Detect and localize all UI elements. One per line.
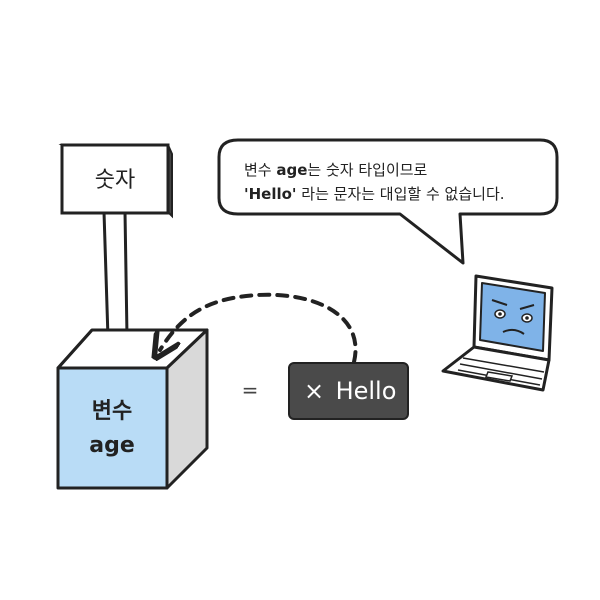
speech-line2-quoted: 'Hello' — [244, 185, 297, 203]
sign-board — [60, 143, 170, 215]
speech-line2-suffix: 라는 문자는 대입할 수 없습니다. — [297, 185, 505, 203]
speech-line1-prefix: 변수 — [244, 161, 276, 179]
speech-line-1: 변수 age는 숫자 타입이므로 — [244, 161, 428, 179]
dashed-curved-arrow-icon — [160, 292, 358, 364]
speech-line-2: 'Hello' 라는 문자는 대입할 수 없습니다. — [244, 185, 505, 203]
laptop-mouth — [502, 328, 525, 335]
speech-bubble-shape — [217, 138, 559, 265]
speech-line1-suffix: 는 숫자 타입이므로 — [307, 161, 427, 179]
laptop-brow-right — [519, 304, 535, 310]
speech-line1-keyword: age — [276, 161, 307, 179]
laptop-pupil-left — [498, 312, 502, 316]
variable-label-line1: 변수 — [92, 399, 132, 424]
value-text: Hello — [336, 377, 397, 405]
value-box: × Hello — [288, 362, 409, 420]
sign-label: 숫자 — [95, 168, 135, 193]
laptop-trackpad — [484, 371, 514, 382]
type-sign: 숫자 — [58, 143, 173, 358]
laptop-brow-left — [491, 299, 508, 306]
box-edge — [56, 328, 94, 370]
reject-mark-icon: × — [304, 377, 324, 405]
box-front — [56, 366, 169, 490]
laptop-pupil-right — [525, 316, 529, 320]
laptop-base — [441, 345, 551, 392]
variable-label-line2: age — [89, 433, 135, 458]
value-box-bg — [288, 362, 409, 420]
equals-sign: = — [242, 378, 259, 402]
laptop-screen — [479, 282, 546, 352]
variable-box: 변수 age — [56, 328, 209, 490]
speech-bubble: 변수 age는 숫자 타입이므로 'Hello' 라는 문자는 대입할 수 없습… — [217, 138, 559, 265]
angry-laptop-icon — [441, 274, 554, 392]
